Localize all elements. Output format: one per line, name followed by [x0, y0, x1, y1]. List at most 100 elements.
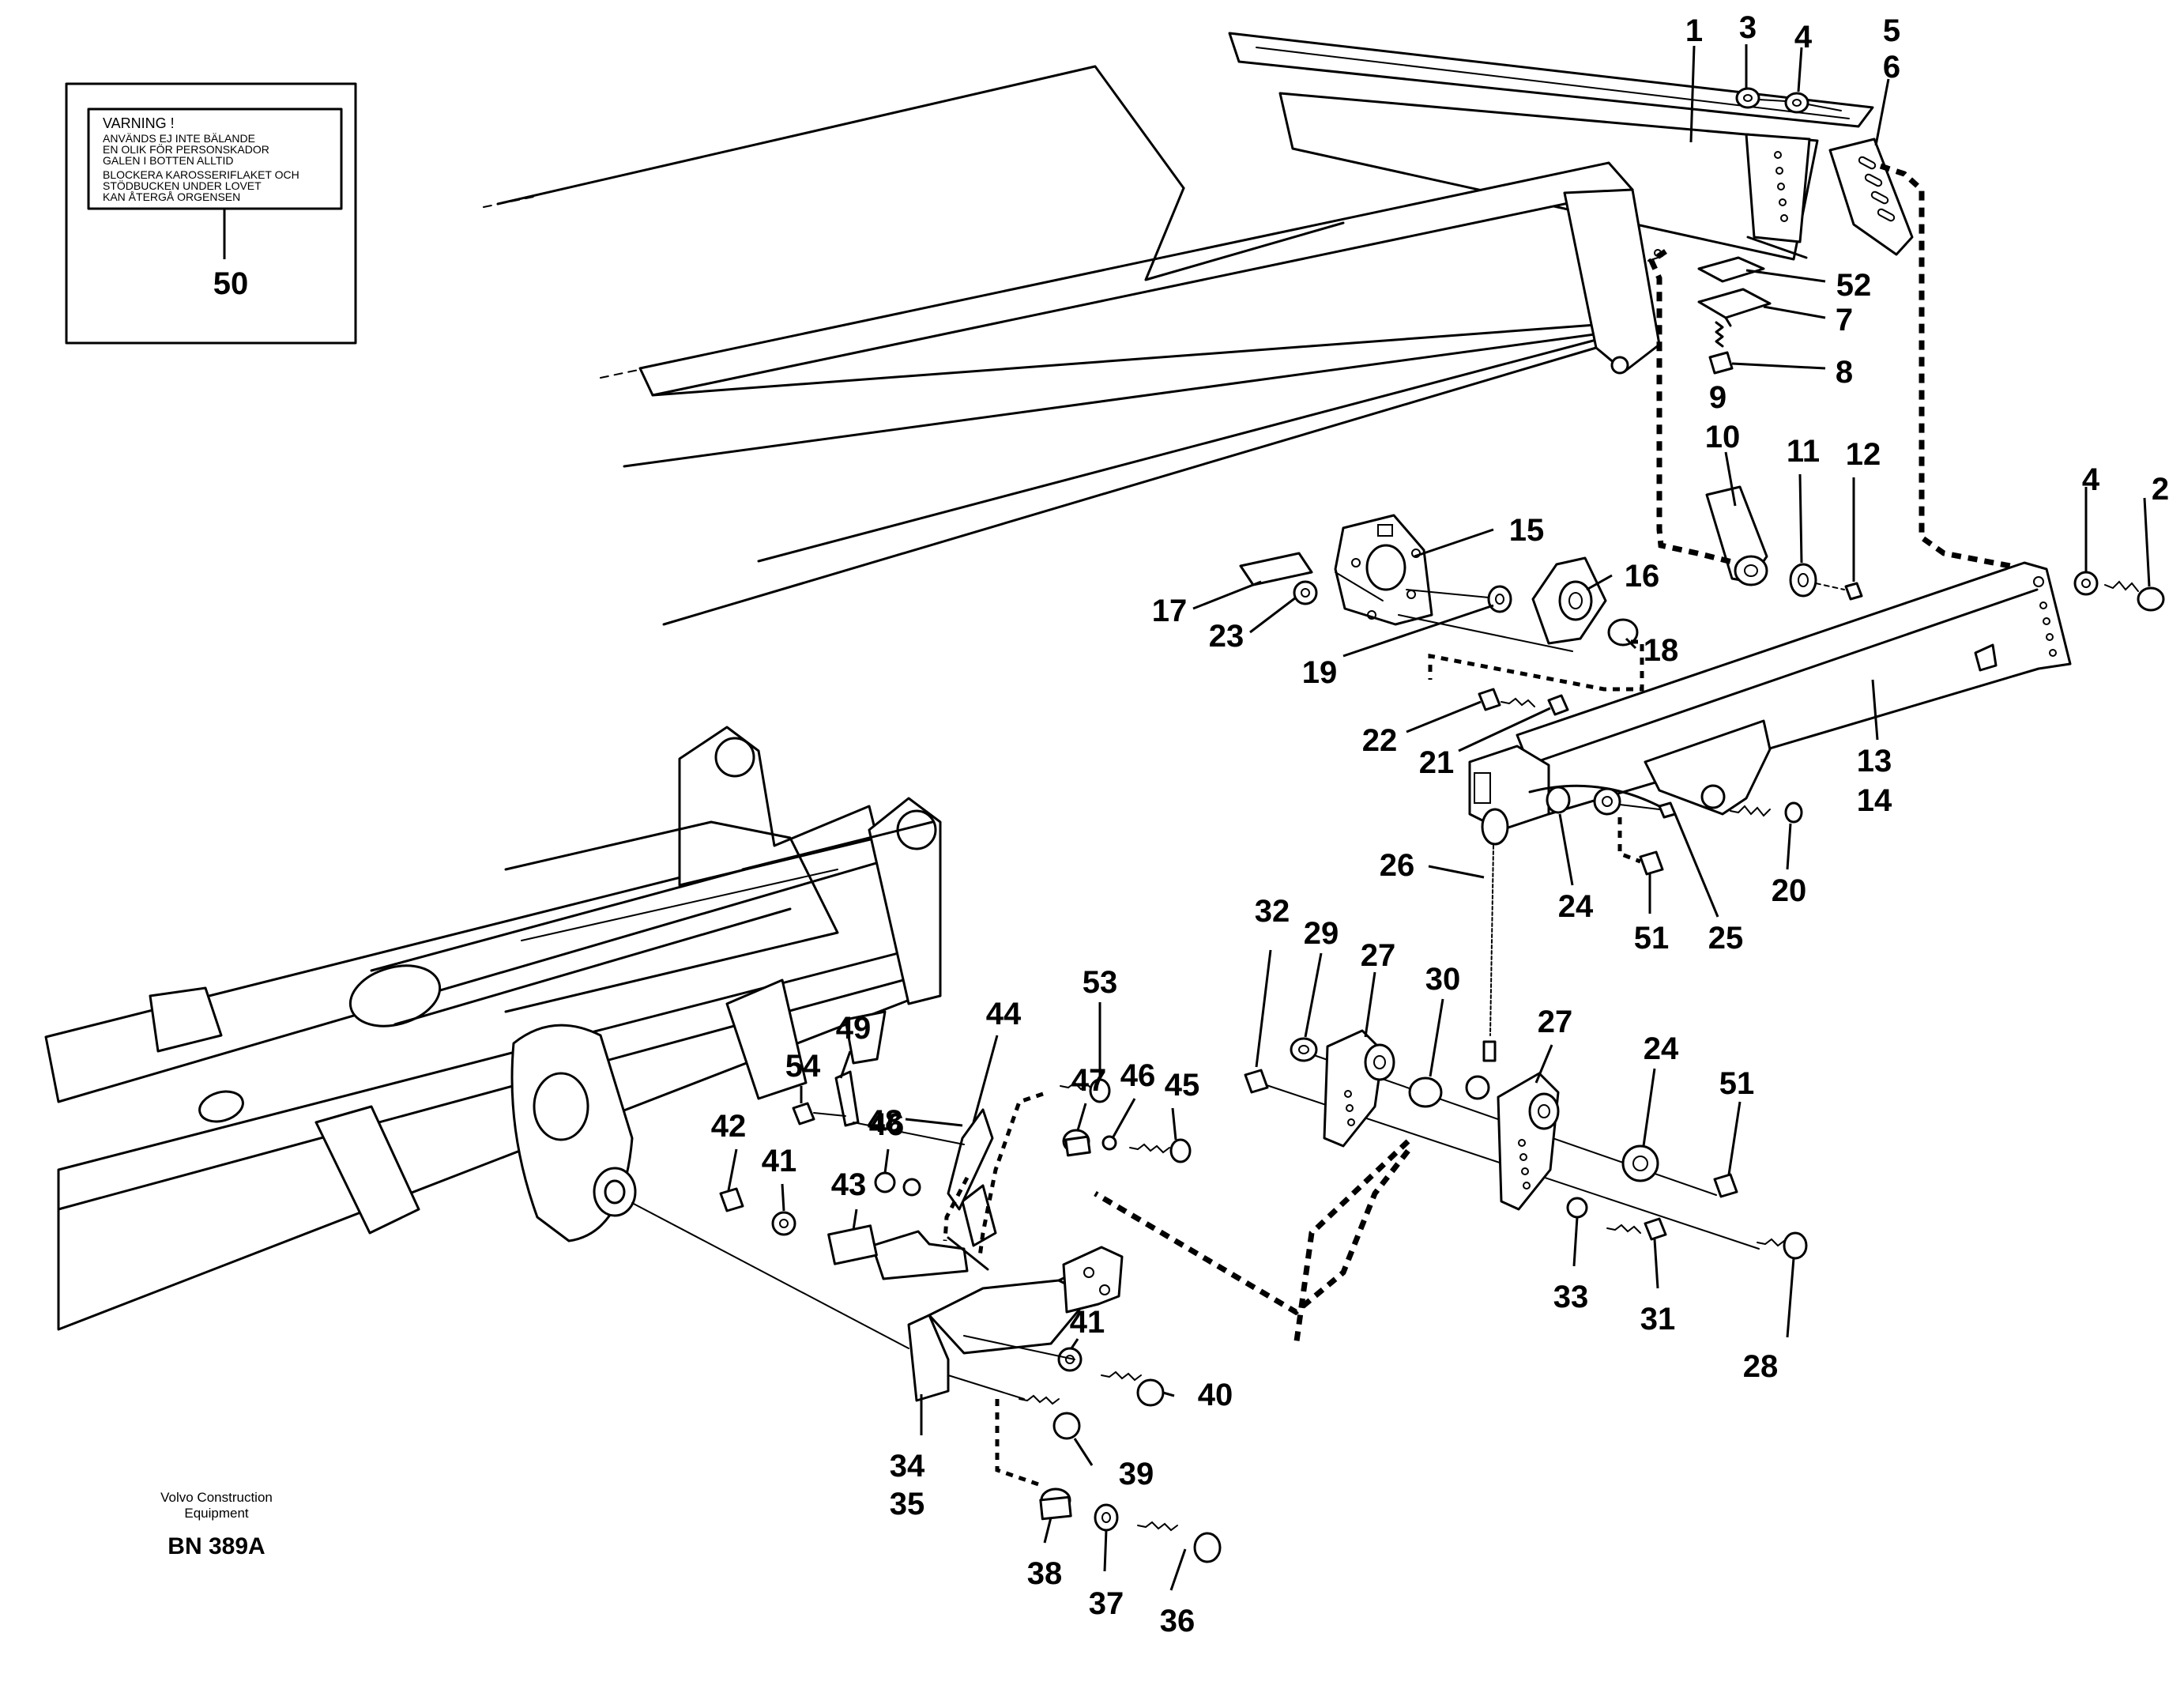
bolt-20-head: [1784, 801, 1803, 824]
washer-29: [1290, 1037, 1318, 1062]
adjust-plate-5: [1828, 138, 1914, 256]
link-plate-44: [947, 1108, 994, 1211]
washer-25: [1593, 787, 1621, 816]
callout-23: 23: [1209, 619, 1245, 654]
callout-43: 43: [831, 1167, 867, 1202]
callout-4: 4: [1794, 20, 1813, 55]
washer-4b: [2073, 571, 2099, 596]
body-side-mid-edge: [651, 321, 1629, 397]
washer-41: [771, 1211, 796, 1236]
callout-54: 54: [785, 1049, 821, 1084]
callout-34: 34: [890, 1449, 925, 1484]
callout-27: 27: [1538, 1005, 1573, 1039]
dump-body: [483, 32, 1874, 626]
body-side-top-rail: [638, 161, 1634, 397]
callout-39: 39: [1119, 1457, 1154, 1491]
warning-line: KAN ÅTERGÅ ORGENSEN: [103, 190, 240, 203]
bracket-plate: [871, 1230, 969, 1280]
callout-26: 26: [1380, 848, 1415, 883]
latch-arm-end-block: [1468, 745, 1550, 831]
nut-54: [792, 1102, 815, 1125]
lower-linkage: [1094, 1029, 1808, 1348]
frame-gusset: [314, 1105, 420, 1235]
latch-arm-assembly: [1468, 561, 2072, 876]
callout-8: 8: [1836, 355, 1853, 390]
callout-36: 36: [1160, 1604, 1196, 1638]
bolt-2-head: [2137, 586, 2165, 612]
callout-49: 49: [836, 1011, 872, 1046]
callout-48: 48: [868, 1104, 903, 1139]
callout-20: 20: [1772, 873, 1807, 908]
grease-nipple-51: [1639, 850, 1664, 876]
frame-gusset: [725, 978, 808, 1100]
callout-16: 16: [1625, 559, 1660, 594]
warning-title: VARNING !: [103, 115, 175, 131]
bolt-45-head: [1169, 1138, 1192, 1163]
hinge-shaft-end: [593, 1167, 637, 1217]
callout-7: 7: [1836, 303, 1853, 337]
callout-46: 46: [1120, 1058, 1156, 1093]
callout-21: 21: [1419, 745, 1455, 780]
frame-end-bracket: [868, 797, 942, 1005]
bolt-21-head: [1547, 694, 1569, 716]
link-49: [834, 1070, 860, 1127]
washer-23: [1293, 580, 1318, 605]
callout-18: 18: [1644, 633, 1679, 668]
shim-52: [1697, 256, 1765, 283]
nut-22: [1478, 688, 1501, 711]
brand-line-1: Volvo Construction: [160, 1490, 273, 1505]
pivot-axis: [631, 1202, 909, 1349]
drawing-footer: Volvo Construction Equipment BN 389A: [160, 1490, 273, 1559]
washer-3: [1735, 87, 1760, 109]
spring-8: [1715, 321, 1724, 348]
warning-line: STÖDBUCKEN UNDER LOVET: [103, 179, 262, 192]
warning-decal: [87, 107, 343, 210]
callout-27: 27: [1361, 938, 1396, 973]
shim-43: [827, 1224, 878, 1265]
lower-bracket-parts: [719, 1070, 1222, 1563]
callout-2: 2: [2152, 472, 2169, 507]
plate-7: [1697, 288, 1772, 319]
warning-line: GALEN I BOTTEN ALLTID: [103, 154, 233, 167]
callout-12: 12: [1846, 437, 1881, 472]
leader-lines: [727, 44, 2151, 1591]
hinge-eye-left: [714, 737, 755, 778]
callout-50: 50: [213, 266, 249, 301]
bolt-8: [1708, 351, 1734, 375]
front-bulkhead-top: [1228, 32, 1874, 128]
callout-19: 19: [1302, 655, 1338, 690]
washer-33: [1566, 1197, 1588, 1219]
callout-10: 10: [1705, 420, 1741, 454]
upper-bracket-parts: [1697, 87, 2165, 612]
route-lower-1: [1094, 1148, 1410, 1316]
warning-line: BLOCKERA KAROSSERIFLAKET OCH: [103, 168, 299, 181]
route-lower-2: [1293, 1139, 1410, 1348]
spacer-30: [1408, 1076, 1443, 1108]
callout-29: 29: [1304, 916, 1339, 951]
callout-38: 38: [1027, 1556, 1063, 1591]
bushing-24b: [1621, 1144, 1659, 1182]
bolt-36-head: [1193, 1532, 1222, 1563]
tipping-hinge-bracket: [1563, 188, 1661, 373]
assembly-route-lines: [1647, 163, 2011, 569]
callout-13: 13: [1857, 744, 1892, 779]
callout-37: 37: [1089, 1586, 1124, 1621]
callout-42: 42: [711, 1109, 747, 1144]
washer-4: [1784, 92, 1809, 114]
callout-46: 46: [869, 1107, 905, 1142]
callout-51: 51: [1634, 921, 1670, 956]
washer-19: [1487, 585, 1512, 613]
washer-37: [1094, 1503, 1119, 1532]
callout-6: 6: [1883, 50, 1900, 85]
callout-1: 1: [1685, 13, 1703, 48]
nut-42: [719, 1187, 744, 1212]
bolt-40-head: [1136, 1378, 1165, 1407]
brand-line-2: Equipment: [184, 1506, 249, 1521]
callout-24: 24: [1558, 889, 1594, 924]
bolt-39-head: [1052, 1412, 1081, 1440]
chassis-frame: [44, 726, 942, 1349]
callout-47: 47: [1071, 1063, 1107, 1098]
callout-25: 25: [1708, 921, 1744, 956]
nut-32: [1244, 1069, 1269, 1094]
route-1: [1647, 249, 1736, 566]
